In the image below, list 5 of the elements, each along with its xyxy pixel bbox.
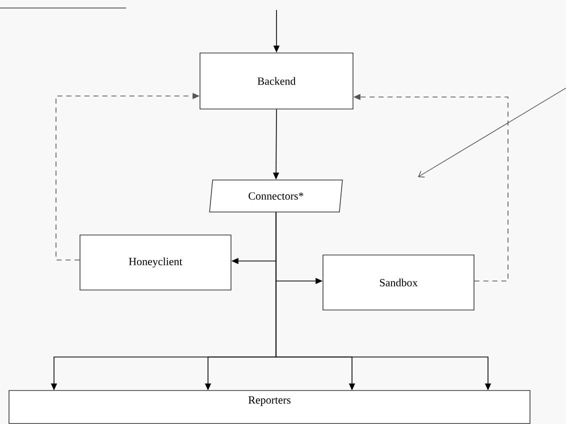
process-box: Backend bbox=[200, 52, 354, 110]
data-parallelogram: Connectors* bbox=[209, 180, 343, 212]
process-box: Honeyclient bbox=[80, 234, 232, 290]
output-bar: Reporters bbox=[8, 390, 530, 424]
process-box: Sandbox bbox=[322, 254, 474, 310]
